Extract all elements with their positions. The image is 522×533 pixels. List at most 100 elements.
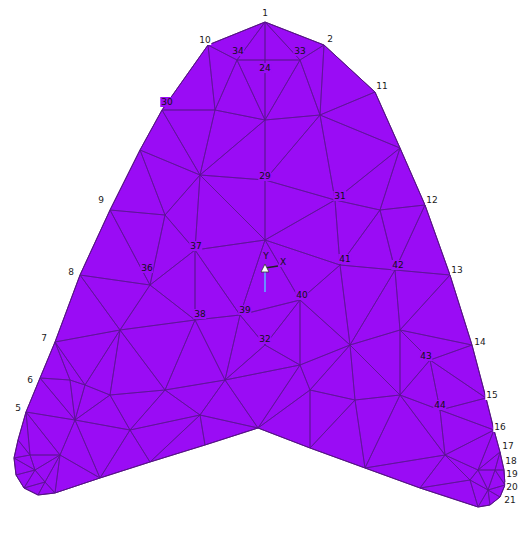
mesh-element <box>80 210 150 285</box>
node-number: 7 <box>40 333 48 343</box>
node-number: 19 <box>505 469 518 479</box>
axis-head <box>261 264 269 272</box>
node-number: 9 <box>97 195 105 205</box>
node-number: 31 <box>333 191 346 201</box>
mesh-element <box>258 390 310 448</box>
mesh-element <box>60 420 100 478</box>
mesh-element <box>165 175 200 250</box>
node-number: 13 <box>450 265 463 275</box>
node-number: 18 <box>504 456 517 466</box>
node-number: 11 <box>375 81 388 91</box>
mesh-element <box>150 250 195 320</box>
mesh-outline <box>14 22 505 507</box>
mesh-element <box>430 345 486 398</box>
mesh-element <box>495 452 504 470</box>
mesh-element <box>265 240 340 300</box>
mesh-element <box>478 452 500 470</box>
mesh-element <box>400 330 430 395</box>
node-number: 41 <box>338 254 351 264</box>
node-number: 20 <box>505 482 518 492</box>
node-number: 29 <box>258 171 271 181</box>
mesh-element <box>300 265 350 345</box>
mesh-element <box>300 345 350 390</box>
mesh-element <box>240 240 300 315</box>
mesh-element <box>350 270 400 345</box>
mesh-element <box>110 210 165 285</box>
node-number: 40 <box>295 290 308 300</box>
mesh-element <box>26 412 75 455</box>
mesh-element <box>24 470 45 488</box>
node-number: 32 <box>258 334 271 344</box>
node-number: 33 <box>293 46 306 56</box>
mesh-element <box>420 480 478 507</box>
mesh-element <box>70 380 85 420</box>
mesh-element <box>335 200 380 265</box>
mesh-element <box>350 330 400 395</box>
mesh-element <box>120 285 195 330</box>
mesh-element <box>225 345 300 380</box>
node-number: 10 <box>198 35 211 45</box>
mesh-element <box>265 115 335 200</box>
mesh-element <box>75 420 130 478</box>
mesh-element <box>14 440 30 458</box>
mesh-element <box>38 482 55 495</box>
node-number: 15 <box>485 390 498 400</box>
mesh-element <box>445 430 494 470</box>
mesh-element <box>165 380 225 415</box>
mesh-element <box>130 415 200 462</box>
node-number: 2 <box>326 34 334 44</box>
mesh-element <box>365 455 445 488</box>
axis-triad <box>261 264 278 292</box>
node-number: 14 <box>473 337 486 347</box>
mesh-element <box>165 320 225 390</box>
mesh-element <box>200 380 258 428</box>
mesh-element <box>200 415 258 445</box>
axis-label: Y <box>262 251 270 261</box>
mesh-element <box>400 330 472 360</box>
node-number: 38 <box>193 309 206 319</box>
mesh-element <box>150 415 205 462</box>
node-number: 6 <box>26 375 34 385</box>
mesh-element <box>195 240 265 315</box>
mesh-element <box>310 400 365 468</box>
node-number: 43 <box>419 351 432 361</box>
node-number: 36 <box>140 263 153 273</box>
mesh-element <box>208 22 265 60</box>
mesh-element <box>395 270 450 330</box>
mesh-element <box>40 342 70 380</box>
mesh-element <box>265 22 324 60</box>
mesh-element <box>18 412 30 455</box>
node-number: 21 <box>503 495 516 505</box>
mesh-element <box>265 180 335 240</box>
node-number: 34 <box>231 46 244 56</box>
mesh-element <box>110 330 165 395</box>
node-number: 8 <box>67 267 75 277</box>
mesh-element <box>130 390 200 430</box>
node-number: 17 <box>501 441 514 451</box>
mesh-element <box>55 455 100 493</box>
mesh-element <box>320 45 375 115</box>
mesh-element <box>265 200 340 265</box>
mesh-element <box>225 315 265 380</box>
mesh-element <box>55 342 85 385</box>
node-number: 12 <box>425 195 438 205</box>
node-number: 24 <box>258 63 271 73</box>
node-number: 39 <box>238 305 251 315</box>
mesh-element <box>478 490 490 507</box>
node-number: 1 <box>261 8 269 18</box>
mesh-element <box>55 275 120 342</box>
mesh-element <box>440 410 494 455</box>
mesh-element <box>320 92 400 148</box>
mesh-element <box>100 430 150 478</box>
mesh-element <box>26 412 60 455</box>
axis-label: X <box>279 257 287 267</box>
mesh-element <box>195 175 265 250</box>
mesh-element <box>55 330 120 385</box>
mesh-element <box>225 365 300 428</box>
mesh-element <box>488 470 505 490</box>
mesh-element <box>265 60 320 120</box>
mesh-element <box>200 110 265 175</box>
mesh-element <box>195 315 240 380</box>
